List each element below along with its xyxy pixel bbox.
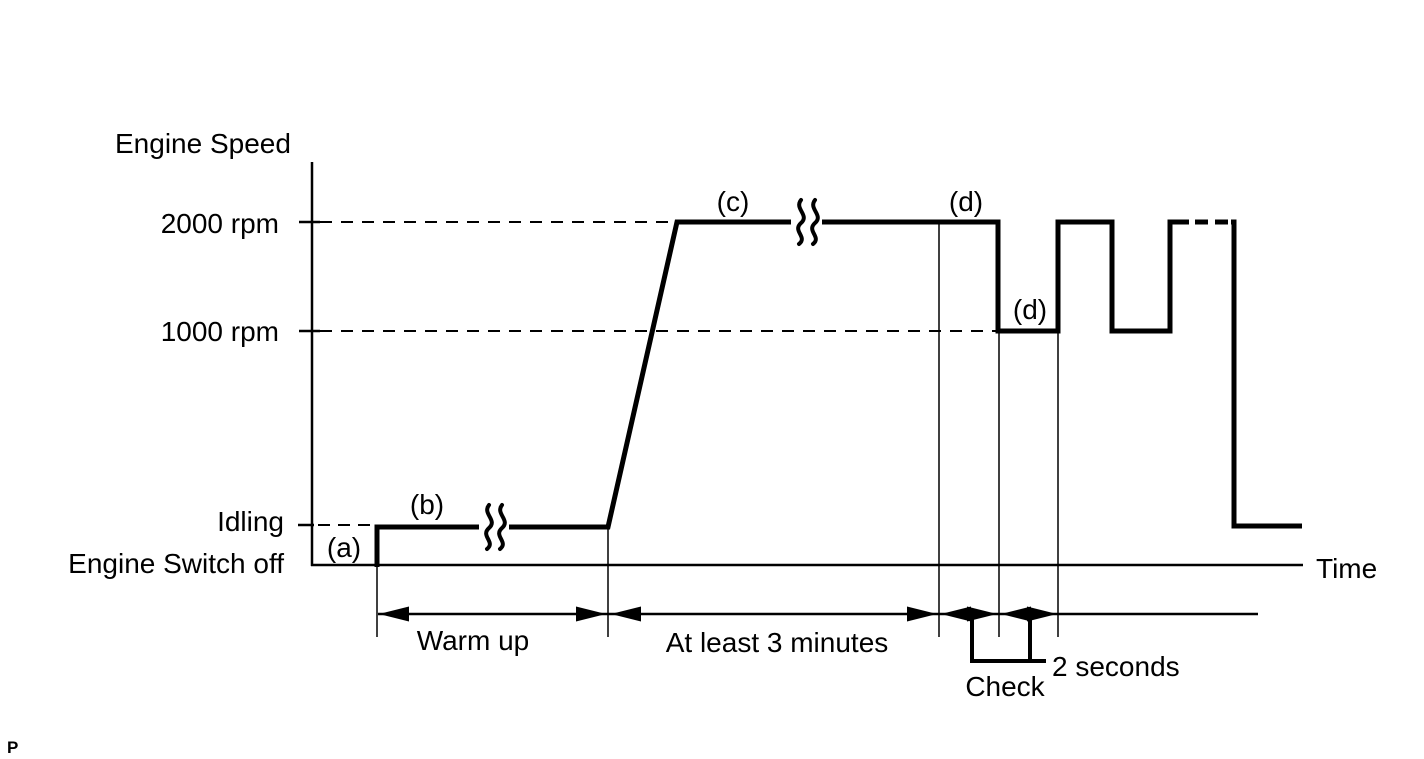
annotation-check: Check xyxy=(965,671,1045,702)
phase-label-d-high: (d) xyxy=(949,186,983,217)
y-axis-title: Engine Speed xyxy=(115,128,291,159)
waveform-pulse-segment xyxy=(822,219,1189,334)
annotation-at-least-3-minutes: At least 3 minutes xyxy=(666,627,889,658)
axis-break-idle-2 xyxy=(497,503,507,551)
phase-label-b: (b) xyxy=(410,489,444,520)
annotation-two-seconds: 2 seconds xyxy=(1052,651,1180,682)
label-2000rpm: 2000 rpm xyxy=(161,208,279,239)
phase-label-d-low: (d) xyxy=(1013,294,1047,325)
arrowhead-right-2sec-b xyxy=(1027,606,1057,622)
waveform-start-idle-segment xyxy=(374,524,479,567)
label-1000rpm: 1000 rpm xyxy=(161,316,279,347)
annotation-warm-up: Warm up xyxy=(417,625,530,656)
two-seconds-bracket xyxy=(970,618,1046,663)
phase-label-a: (a) xyxy=(327,532,361,563)
arrowhead-left-2sec-b xyxy=(1001,606,1031,622)
arrowhead-right-2sec-a xyxy=(967,606,997,622)
axis-break-2000-2 xyxy=(810,198,820,246)
axis-break-2000-1 xyxy=(796,198,806,246)
page-marker: P xyxy=(7,738,18,757)
x-axis-title: Time xyxy=(1316,553,1377,584)
label-idling: Idling xyxy=(217,506,284,537)
label-engine-switch-off: Engine Switch off xyxy=(68,548,284,579)
arrowhead-right-3min xyxy=(907,606,937,622)
waveform-end-idle-segment xyxy=(1231,219,1302,529)
axis-break-idle-1 xyxy=(484,503,494,551)
arrowhead-left-3min xyxy=(611,606,641,622)
arrowhead-left-warmup xyxy=(379,606,409,622)
phase-label-c: (c) xyxy=(717,186,750,217)
arrowhead-left-2sec-a xyxy=(941,606,971,622)
waveform-ramp-2000-segment xyxy=(509,219,791,530)
arrowhead-right-warmup xyxy=(576,606,606,622)
